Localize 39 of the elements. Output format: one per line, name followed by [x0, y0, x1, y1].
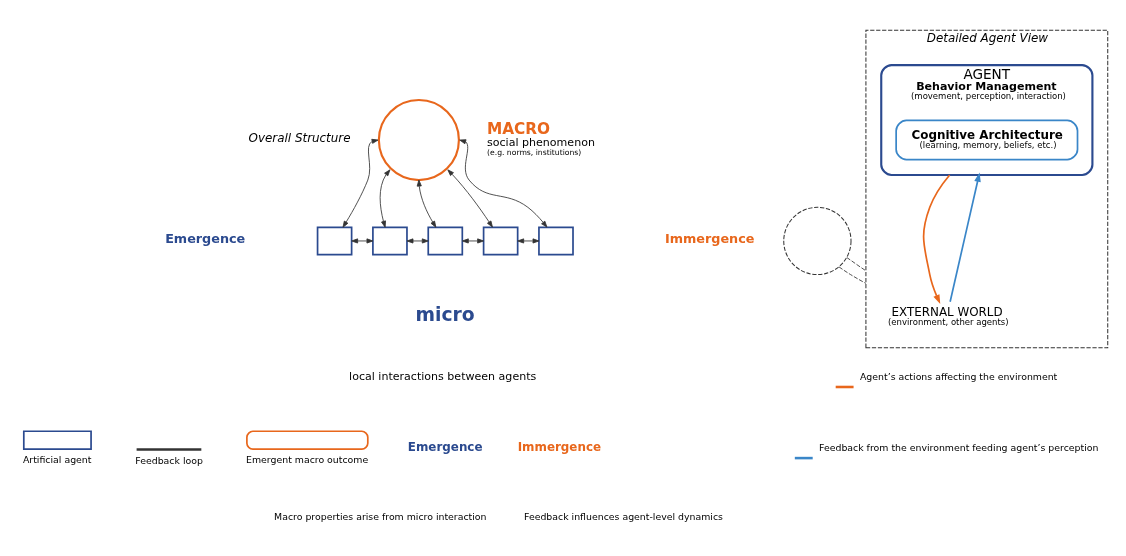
- arrow: [379, 169, 391, 228]
- arrow: [351, 238, 374, 244]
- legend-label: Feedback loop: [135, 455, 203, 467]
- arrow: [416, 179, 437, 228]
- arrow: [922, 174, 951, 305]
- arrow: [461, 238, 484, 244]
- legend-label: Agent’s actions affecting the environment: [859, 371, 1058, 383]
- label: micro: [415, 304, 475, 326]
- node-label: social phenomenon: [487, 136, 595, 150]
- node-box: [538, 226, 574, 256]
- label: Immergence: [517, 439, 602, 454]
- label: local interactions between agents: [349, 370, 537, 384]
- label: Immergence: [664, 231, 755, 247]
- node-box: [482, 226, 519, 256]
- legend-label: Artificial agent: [22, 454, 92, 466]
- arrow: [342, 138, 379, 228]
- node-box: Cognitive Architecture (learning, memory, beliefs, etc.): [895, 119, 1079, 161]
- node-text: EXTERNAL WORLD (environment, other agents): [888, 304, 1009, 327]
- arrow: [459, 139, 548, 228]
- node-box: [427, 226, 464, 256]
- node-box: [372, 226, 408, 256]
- label: Macro properties arise from micro interaction: [274, 510, 487, 522]
- arrow: [447, 169, 493, 228]
- legend-label: Feedback from the environment feeding agent’s perception: [819, 442, 1099, 454]
- node-label: MACRO: [487, 120, 551, 139]
- label: Overall Structure: [248, 131, 351, 146]
- arrow: [517, 238, 540, 244]
- node-circle: [783, 206, 852, 276]
- connector: [838, 266, 867, 284]
- node-circle: [377, 98, 460, 182]
- connector: [846, 257, 867, 272]
- label: Emergence: [165, 231, 246, 247]
- label: Emergence: [407, 439, 483, 454]
- legend-label: Emergent macro outcome: [246, 454, 369, 466]
- arrow: [949, 172, 981, 303]
- label: Feedback influences agent-level dynamics: [524, 510, 723, 522]
- node-label: (e.g. norms, institutions): [487, 147, 582, 157]
- node-box: [316, 226, 353, 256]
- arrow: [406, 238, 429, 244]
